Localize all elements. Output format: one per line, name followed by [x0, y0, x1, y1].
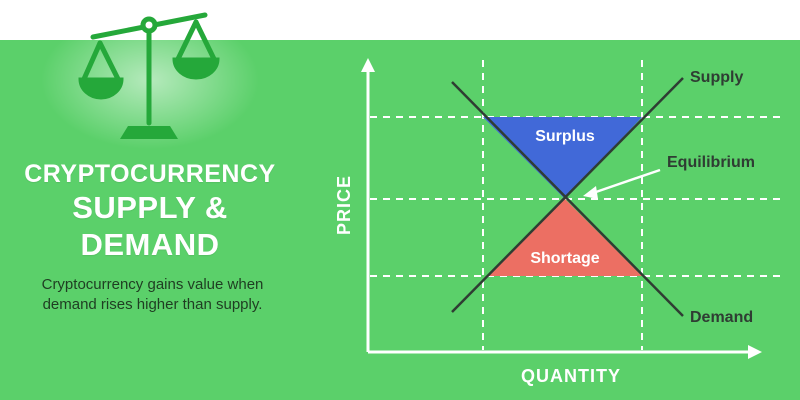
x-axis-label: QUANTITY — [521, 366, 621, 386]
axes — [366, 68, 752, 354]
shortage-label: Shortage — [530, 250, 599, 267]
title-line-2: SUPPLY & — [72, 190, 228, 225]
title-line-3: DEMAND — [80, 227, 220, 262]
description-text: Cryptocurrency gains value when demand r… — [41, 276, 264, 313]
supply-label: Supply — [690, 69, 743, 86]
balance-scale-icon — [78, 12, 220, 139]
y-axis-label: PRICE — [334, 175, 354, 235]
grid — [370, 60, 780, 350]
shortage-region — [488, 199, 642, 276]
y-axis-arrow-icon — [361, 58, 375, 72]
supply-line — [451, 77, 684, 313]
equilibrium-arrow-icon — [592, 168, 661, 195]
surplus-region — [483, 117, 642, 199]
title-line-1: CRYPTOCURRENCY — [24, 160, 276, 188]
surplus-label: Surplus — [535, 128, 595, 145]
x-axis-arrow-icon — [748, 345, 762, 359]
equilibrium-arrowhead-icon — [583, 186, 598, 199]
demand-label: Demand — [690, 309, 753, 326]
equilibrium-label: Equilibrium — [667, 154, 755, 171]
demand-line — [451, 81, 684, 317]
